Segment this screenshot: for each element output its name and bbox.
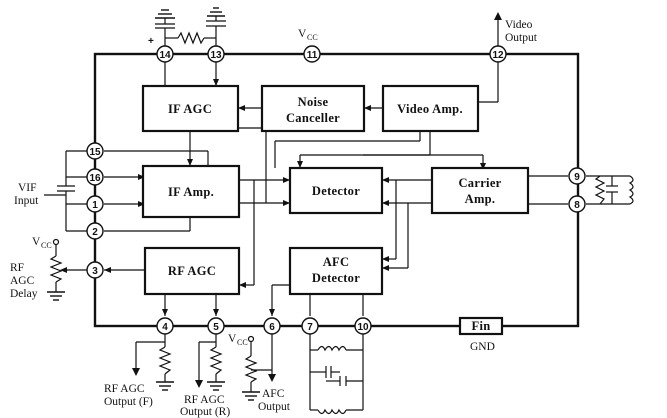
pin-13: 13	[207, 45, 225, 63]
afc-output-label-1: AFC	[262, 388, 285, 400]
pin-1-label: 1	[92, 200, 98, 211]
rf-agc-delay-label-1: RF	[10, 262, 24, 274]
pin-7: 7	[301, 317, 319, 335]
rf-agc-delay-label-3: Delay	[10, 288, 38, 300]
pin-12-label: 12	[492, 50, 504, 61]
vif-input-label-2: Input	[14, 195, 39, 207]
vcc-left-label: V	[32, 236, 41, 248]
video-output-label-1: Video	[505, 19, 533, 31]
pin-2: 2	[86, 222, 104, 240]
rf-agc-label: RF AGC	[168, 264, 216, 278]
pin-15-label: 15	[89, 147, 101, 158]
ground-icon	[47, 291, 65, 301]
if-amp-block: IF Amp.	[141, 164, 241, 219]
pin-6: 6	[263, 317, 281, 335]
pin-4: 4	[156, 317, 174, 335]
pin-10-label: 10	[357, 322, 369, 333]
pin-2-label: 2	[92, 227, 98, 238]
pin-11: 11	[303, 45, 321, 63]
afc-output-label-2: Output	[258, 401, 291, 413]
carrier-amp-label-1: Carrier	[458, 176, 501, 190]
if-amp-label: IF Amp.	[168, 185, 214, 199]
carrier-amp-label-2: Amp.	[465, 192, 496, 206]
pin-16: 16	[86, 168, 104, 186]
pin-12: 12	[489, 45, 507, 63]
ground-icon	[242, 391, 260, 401]
ground-icon	[207, 381, 225, 391]
pin-5-label: 5	[213, 322, 219, 333]
if-agc-block: IF AGC	[141, 84, 240, 133]
detector-label: Detector	[312, 184, 360, 198]
rf-agc-block: RF AGC	[143, 246, 241, 296]
pin-6-label: 6	[269, 322, 275, 333]
pin-9: 9	[568, 167, 586, 185]
ground-icon	[156, 381, 174, 391]
video-amp-label: Video Amp.	[397, 102, 463, 116]
vcc-left-sub-label: CC	[41, 241, 52, 250]
fin-block: Fin	[458, 316, 504, 336]
vcc-bottom-label: V	[228, 333, 237, 345]
pin-3-label: 3	[92, 266, 98, 277]
if-agc-label: IF AGC	[168, 102, 212, 116]
detector-block: Detector	[288, 166, 384, 215]
vif-input-label-1: VIF	[18, 182, 37, 194]
carrier-amp-block: Carrier Amp.	[430, 166, 530, 215]
vcc-sub-label: CC	[307, 33, 318, 42]
afc-detector-label-1: AFC	[323, 255, 350, 269]
pin-9-label: 9	[574, 172, 580, 183]
noise-canceller-label-1: Noise	[298, 95, 329, 109]
pin-1: 1	[86, 195, 104, 213]
pin-8-label: 8	[574, 200, 580, 211]
rf-agc-output-r-label-1: RF AGC	[184, 394, 225, 406]
plus-sign: +	[148, 36, 154, 47]
pin-16-label: 16	[89, 173, 101, 184]
rf-agc-output-f-label-2: Output (F)	[104, 396, 153, 408]
rf-agc-delay-label-2: AGC	[10, 275, 35, 287]
rf-agc-output-f-label-1: RF AGC	[104, 383, 145, 395]
pin-13-label: 13	[210, 50, 222, 61]
vcc-label: V	[298, 28, 307, 40]
fin-label: Fin	[472, 319, 491, 333]
noise-canceller-label-2: Canceller	[286, 111, 340, 125]
ground-icon	[155, 9, 175, 19]
pin-3: 3	[86, 261, 104, 279]
pin-8: 8	[568, 195, 586, 213]
pin-10: 10	[354, 317, 372, 335]
ground-icon	[207, 7, 225, 17]
pin-5: 5	[207, 317, 225, 335]
afc-detector-block: AFC Detector	[288, 246, 384, 296]
noise-canceller-block: Noise Canceller	[260, 84, 366, 133]
vcc-bottom-sub-label: CC	[237, 338, 248, 347]
video-output-label-2: Output	[505, 32, 538, 44]
pin-15: 15	[86, 142, 104, 160]
video-amp-block: Video Amp.	[381, 84, 480, 133]
rf-agc-output-r-label-2: Output (R)	[180, 406, 230, 418]
pin-11-label: 11	[307, 50, 318, 61]
pin-4-label: 4	[162, 322, 168, 333]
ic-outline	[93, 52, 580, 328]
afc-detector-label-2: Detector	[312, 271, 360, 285]
gnd-label: GND	[470, 341, 495, 353]
pin-14: 14	[156, 45, 174, 63]
pin-7-label: 7	[307, 322, 313, 333]
pin-14-label: 14	[159, 50, 171, 61]
